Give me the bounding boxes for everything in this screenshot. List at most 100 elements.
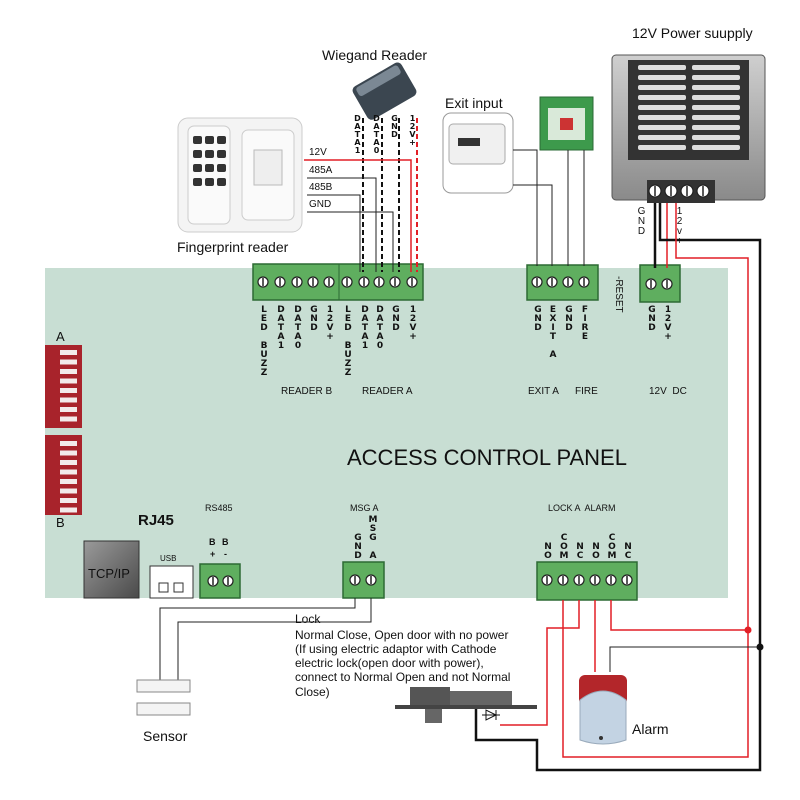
vent-slot bbox=[638, 135, 686, 140]
terminal-screw[interactable] bbox=[645, 278, 657, 290]
fire-label: FIRE bbox=[575, 386, 598, 397]
lock-alarm-label: LOCK A ALARM bbox=[548, 503, 616, 513]
terminal-screw[interactable] bbox=[541, 574, 553, 586]
terminal-screw[interactable] bbox=[696, 184, 710, 198]
diode-icon bbox=[482, 709, 500, 721]
dip-switch-b[interactable] bbox=[45, 435, 82, 515]
control-panel-board bbox=[45, 268, 728, 598]
rs485-terminal[interactable] bbox=[199, 563, 241, 599]
terminal-screw[interactable] bbox=[349, 574, 361, 586]
terminal-screw[interactable] bbox=[358, 276, 370, 288]
vent-slot bbox=[692, 125, 740, 130]
dip-switch-key[interactable] bbox=[60, 407, 77, 412]
alarm-term-no: NO bbox=[591, 542, 601, 560]
exit-a-label: EXIT A bbox=[528, 386, 559, 397]
wiegand-wire-data0: DATA0 bbox=[372, 114, 381, 154]
power-term-gnd: GND bbox=[636, 206, 647, 236]
msg-terminal-block[interactable] bbox=[342, 561, 385, 599]
terminal-screw[interactable] bbox=[307, 276, 319, 288]
keypad-key bbox=[205, 178, 214, 186]
vent-slot bbox=[692, 95, 740, 100]
terminal-screw[interactable] bbox=[291, 276, 303, 288]
lock-alarm-terminal-block[interactable] bbox=[536, 561, 638, 601]
dc-term-12v: 12V+ bbox=[663, 305, 673, 341]
fingerprint-reader-title: Fingerprint reader bbox=[177, 239, 289, 255]
terminal-screw[interactable] bbox=[661, 278, 673, 290]
keypad-key bbox=[205, 150, 214, 158]
reader-terminal-block[interactable] bbox=[252, 263, 424, 301]
terminal-screw[interactable] bbox=[664, 184, 678, 198]
vent-slot bbox=[638, 115, 686, 120]
fire-term-gnd: GND bbox=[564, 305, 574, 332]
terminal-screw[interactable] bbox=[531, 276, 543, 288]
terminal-screw[interactable] bbox=[222, 575, 234, 587]
dip-switch-key[interactable] bbox=[60, 469, 77, 475]
wiegand-wire-data1: DATA1 bbox=[353, 114, 362, 154]
terminal-screw[interactable] bbox=[341, 276, 353, 288]
fingerprint-reader-device bbox=[177, 117, 303, 233]
terminal-screw[interactable] bbox=[274, 276, 286, 288]
dip-b-label: B bbox=[56, 515, 65, 530]
alarm-term-nc: NC bbox=[623, 542, 633, 560]
dip-switch-key[interactable] bbox=[60, 441, 77, 446]
terminal-screw[interactable] bbox=[589, 574, 601, 586]
dip-switch-key[interactable] bbox=[60, 369, 77, 374]
terminal-screw[interactable] bbox=[621, 574, 633, 586]
reader-a-term-12v: 12V+ bbox=[408, 305, 418, 341]
sensor-wires bbox=[159, 598, 372, 680]
terminal-screw[interactable] bbox=[546, 276, 558, 288]
alarm-term-com: COM bbox=[607, 533, 617, 560]
terminal-screw[interactable] bbox=[573, 574, 585, 586]
dip-switch-key[interactable] bbox=[60, 350, 77, 355]
terminal-screw[interactable] bbox=[207, 575, 219, 587]
terminal-screw[interactable] bbox=[406, 276, 418, 288]
dip-switch-key[interactable] bbox=[60, 416, 77, 422]
terminal-screw[interactable] bbox=[557, 574, 569, 586]
dip-switch-key[interactable] bbox=[60, 450, 77, 456]
lock-note-line: Close) bbox=[295, 685, 330, 699]
usb-port[interactable] bbox=[149, 565, 194, 599]
dip-switch-a[interactable] bbox=[45, 345, 82, 428]
dip-switch-key[interactable] bbox=[60, 488, 77, 494]
msg-term-msg-a: MSG A bbox=[368, 515, 378, 560]
12v-dc-terminal-block[interactable] bbox=[639, 264, 681, 303]
panel-title: ACCESS CONTROL PANEL bbox=[347, 445, 627, 470]
wiegand-wires bbox=[362, 118, 418, 272]
terminal-screw[interactable] bbox=[578, 276, 590, 288]
keypad-key bbox=[205, 136, 214, 144]
terminal-screw[interactable] bbox=[323, 276, 335, 288]
wire-485b-label: 485B bbox=[309, 182, 333, 193]
dip-switch-key[interactable] bbox=[60, 397, 77, 403]
power-wires bbox=[474, 203, 764, 772]
reader-b-term-data0: DATA0 bbox=[293, 305, 303, 350]
terminal-screw[interactable] bbox=[389, 276, 401, 288]
vent-slot bbox=[638, 125, 686, 130]
dip-switch-key[interactable] bbox=[60, 359, 77, 365]
terminal-screw[interactable] bbox=[648, 184, 662, 198]
alarm-title: Alarm bbox=[632, 721, 669, 737]
dip-switch-key[interactable] bbox=[60, 378, 77, 384]
dip-switch-key[interactable] bbox=[60, 507, 77, 513]
lock-term-no: NO bbox=[543, 542, 553, 560]
dip-switch-key[interactable] bbox=[60, 388, 77, 393]
rs485-term-label: + bbox=[210, 549, 216, 559]
terminal-screw[interactable] bbox=[373, 276, 385, 288]
dip-switch-key[interactable] bbox=[60, 460, 77, 465]
wire-gnd-label: GND bbox=[309, 199, 332, 210]
dip-switch-key[interactable] bbox=[60, 498, 77, 503]
lock-title: Lock bbox=[295, 612, 321, 626]
terminal-screw[interactable] bbox=[365, 574, 377, 586]
exit-fire-terminal-block[interactable] bbox=[526, 264, 599, 301]
dip-switch-key[interactable] bbox=[60, 479, 77, 484]
rs485-label: RS485 bbox=[205, 503, 233, 513]
wiegand-wire-gnd: GND bbox=[390, 114, 399, 138]
terminal-screw[interactable] bbox=[605, 574, 617, 586]
tcpip-port[interactable] bbox=[83, 540, 140, 599]
terminal-screw[interactable] bbox=[257, 276, 269, 288]
terminal-screw[interactable] bbox=[680, 184, 694, 198]
vent-slot bbox=[692, 115, 740, 120]
keypad-key bbox=[217, 164, 226, 172]
terminal-screw[interactable] bbox=[562, 276, 574, 288]
vent-slot bbox=[638, 75, 686, 80]
wire-12v-label: 12V bbox=[309, 147, 327, 158]
